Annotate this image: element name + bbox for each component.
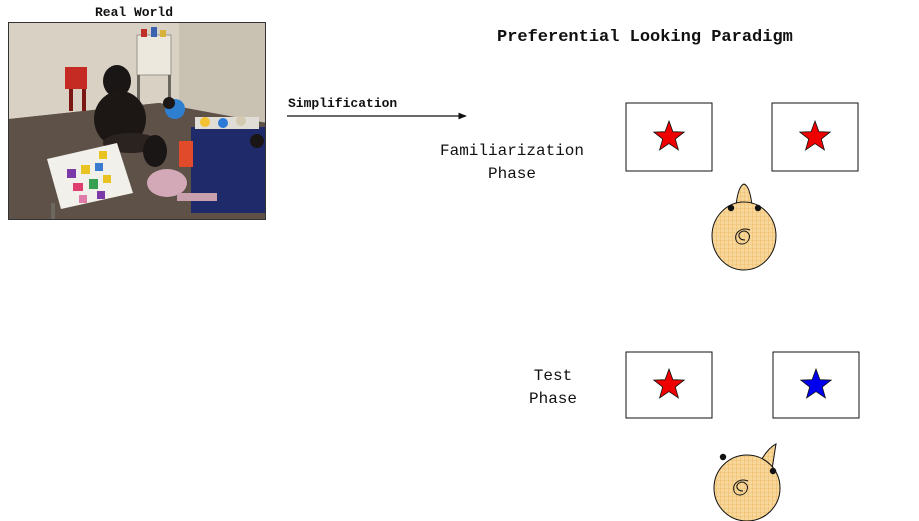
infant-eye-left-icon	[727, 204, 735, 212]
real-world-photo	[8, 22, 266, 220]
test-left-star	[652, 367, 686, 399]
familiarization-right-star	[798, 119, 832, 151]
playroom-illustration	[9, 23, 265, 219]
familiarization-phase-label-line2: Phase	[487, 165, 536, 183]
infant-head-icon	[711, 201, 777, 271]
infant-head-familiarization	[711, 183, 777, 271]
test-phase-label: Test Phase	[510, 365, 596, 411]
infant-ear-icon	[733, 479, 749, 496]
familiarization-phase-label-line1: Familiarization	[439, 142, 585, 160]
infant-nose-icon	[735, 183, 753, 207]
familiarization-phase-label: Familiarization Phase	[412, 140, 612, 186]
infant-eye-left-icon	[719, 453, 727, 461]
test-right-star	[799, 367, 833, 399]
familiarization-right-screen	[771, 102, 859, 172]
real-world-title: Real World	[95, 5, 174, 20]
test-phase-label-line1: Test	[533, 367, 573, 385]
infant-head-test	[713, 443, 781, 521]
paradigm-title: Preferential Looking Paradigm	[497, 28, 793, 47]
familiarization-left-star	[652, 119, 686, 151]
infant-eye-right-icon	[769, 467, 777, 475]
simplification-label: Simplification	[288, 96, 398, 111]
infant-ear-icon	[735, 228, 751, 245]
infant-eye-right-icon	[754, 204, 762, 212]
test-phase-label-line2: Phase	[528, 390, 577, 408]
